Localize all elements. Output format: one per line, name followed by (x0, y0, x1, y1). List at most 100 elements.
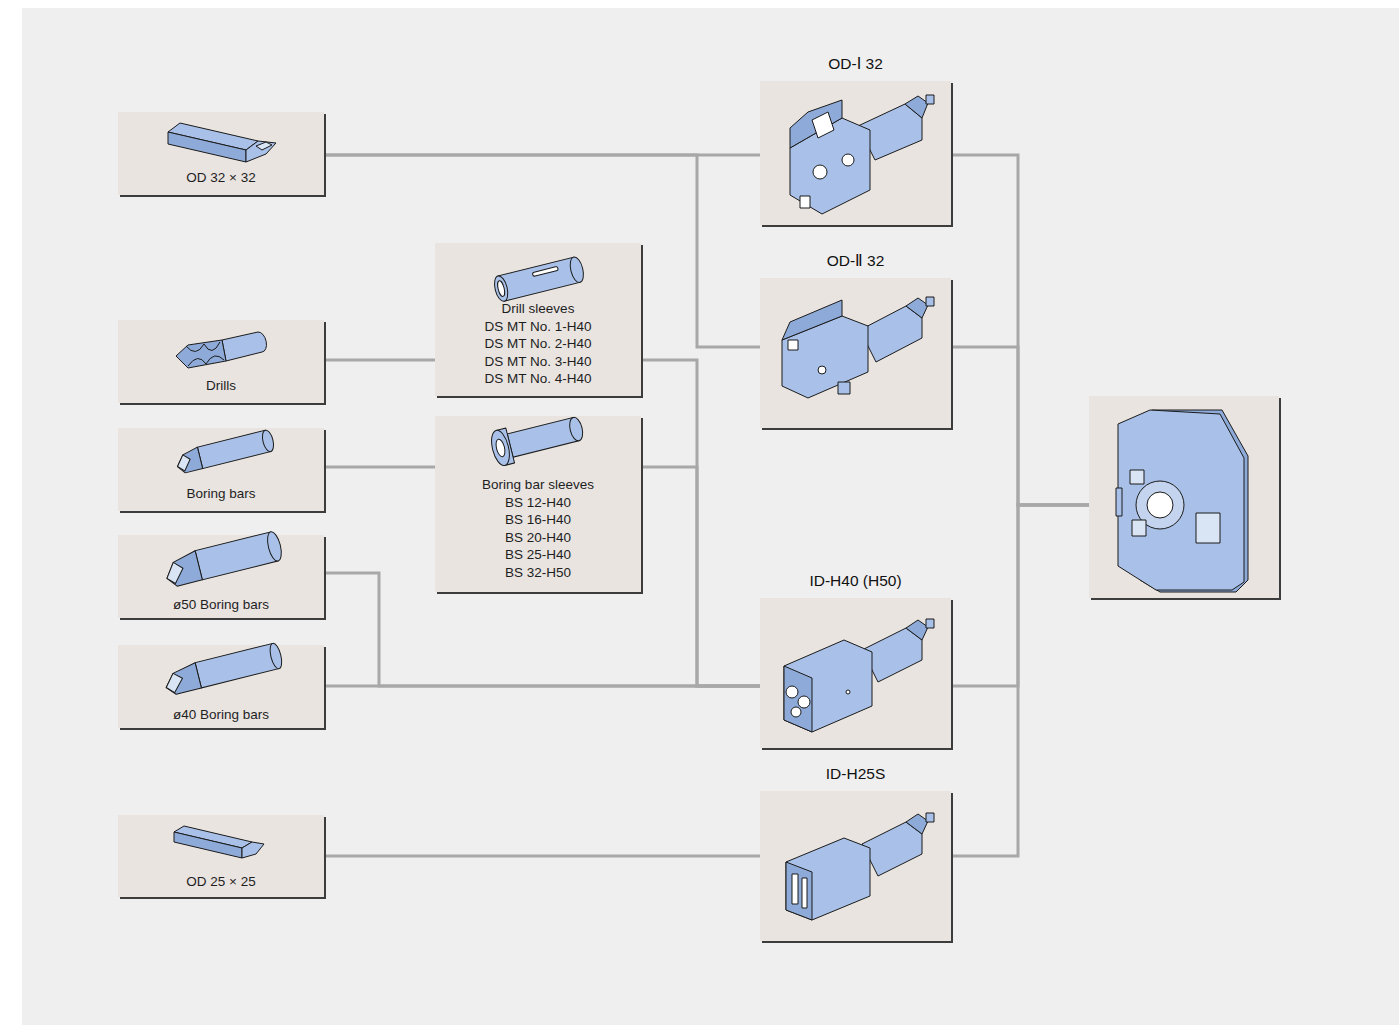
illustration-part (786, 838, 870, 920)
illustration-part (163, 671, 185, 694)
illustration-part (1147, 492, 1173, 518)
tool-box: Boring bars (118, 428, 324, 511)
illustration-part (176, 340, 226, 368)
illustration-part (195, 643, 279, 688)
box-label: Boring bar sleeves (435, 476, 641, 494)
od-holder-2 (782, 297, 934, 398)
drill (176, 332, 266, 368)
id-holder (784, 619, 934, 732)
illustration-part (197, 430, 270, 468)
illustration-part (164, 560, 187, 585)
illustration-part (842, 154, 854, 166)
illustration-part (256, 142, 272, 150)
illustration-part (846, 690, 850, 694)
illustration-part (784, 640, 872, 732)
illustration-part (1130, 470, 1144, 484)
box-label: BS 12-H40 (435, 494, 641, 512)
illustration-part (906, 298, 928, 318)
id-holder-small (786, 813, 934, 920)
illustration-part (568, 256, 586, 284)
illustration-part (818, 366, 826, 374)
connector-line (324, 855, 760, 858)
tool-box: ø40 Boring bars (118, 645, 324, 728)
illustration-part (567, 416, 584, 442)
illustration-part (862, 628, 922, 682)
illustration-part (1132, 520, 1146, 536)
box-label: OD 25 × 25 (118, 873, 324, 891)
illustration-part (494, 438, 506, 457)
text-group: ø50 Boring bars (118, 596, 324, 614)
illustration-part (174, 826, 252, 848)
illustration-part (906, 620, 928, 640)
illustration-part (246, 141, 276, 162)
illustration-part (788, 340, 798, 350)
turning-tool (168, 123, 276, 162)
box-label: OD 32 × 32 (118, 169, 324, 187)
drill-sleeve (492, 256, 586, 303)
boring-bar-sleeve (488, 410, 586, 467)
illustration-part (786, 686, 798, 698)
box-label: Drills (118, 377, 324, 395)
illustration-part (906, 814, 928, 834)
connector-line (641, 360, 760, 686)
box-label: DS MT No. 2-H40 (435, 335, 641, 353)
connector-line (951, 505, 1089, 686)
box-label: BS 20-H40 (435, 529, 641, 547)
tool-box: ø50 Boring bars (118, 535, 324, 618)
connector-line (641, 467, 760, 686)
text-group: OD 25 × 25 (118, 873, 324, 891)
illustration-part (1196, 513, 1220, 543)
box-label: DS MT No. 3-H40 (435, 353, 641, 371)
illustration-part (813, 165, 827, 179)
tool-box: OD 32 × 32 (118, 112, 324, 195)
illustration-part (195, 532, 278, 580)
text-group: Drill sleevesDS MT No. 1-H40DS MT No. 2-… (435, 300, 641, 388)
illustration-part (162, 663, 201, 696)
illustration-part (496, 280, 506, 297)
box-label: ø40 Boring bars (118, 706, 324, 724)
illustration-part (507, 417, 579, 457)
text-group: OD 32 × 32 (118, 169, 324, 187)
illustration-part (926, 619, 934, 628)
box-label: BS 16-H40 (435, 511, 641, 529)
tool-box: OD 25 × 25 (118, 815, 324, 897)
illustration-part (860, 306, 922, 362)
connector-line (324, 685, 760, 688)
text-group: Boring bars (118, 485, 324, 503)
text-group: ø40 Boring bars (118, 706, 324, 724)
illustration-part (498, 257, 580, 301)
illustration-part (488, 429, 512, 468)
illustration-part (926, 813, 934, 822)
illustration-part (242, 842, 264, 858)
illustration-part (532, 266, 558, 276)
box-label: Boring bars (118, 485, 324, 503)
illustration-part (222, 332, 266, 361)
connector-line (324, 466, 435, 469)
text-group: Drills (118, 377, 324, 395)
illustration-part (782, 316, 868, 398)
od-holder-1 (790, 95, 934, 214)
illustration-part (790, 100, 842, 148)
illustration-part (800, 196, 810, 208)
illustration-part (838, 382, 850, 394)
holder-title: ID-H40 (H50) (760, 572, 951, 590)
tool-box: Drills (118, 320, 324, 403)
box-label: BS 25-H40 (435, 546, 641, 564)
illustration-part (496, 428, 514, 465)
illustration-part (492, 275, 510, 303)
illustration-part (790, 118, 870, 214)
illustration-part (1140, 410, 1248, 592)
turning-tool-small (174, 826, 264, 858)
connector-line (951, 347, 1089, 505)
illustration-part (905, 96, 928, 118)
turret (1116, 410, 1248, 592)
illustration-part (1116, 488, 1122, 516)
illustration-part (175, 453, 192, 472)
illustration-part (1118, 410, 1244, 590)
boring-bar-40 (162, 642, 284, 696)
box-label: BS 32-H50 (435, 564, 641, 582)
illustration-part (168, 132, 246, 162)
illustration-part (186, 342, 220, 352)
illustration-part (791, 707, 801, 717)
tool-box: Boring bar sleevesBS 12-H40BS 16-H40BS 2… (435, 416, 641, 592)
